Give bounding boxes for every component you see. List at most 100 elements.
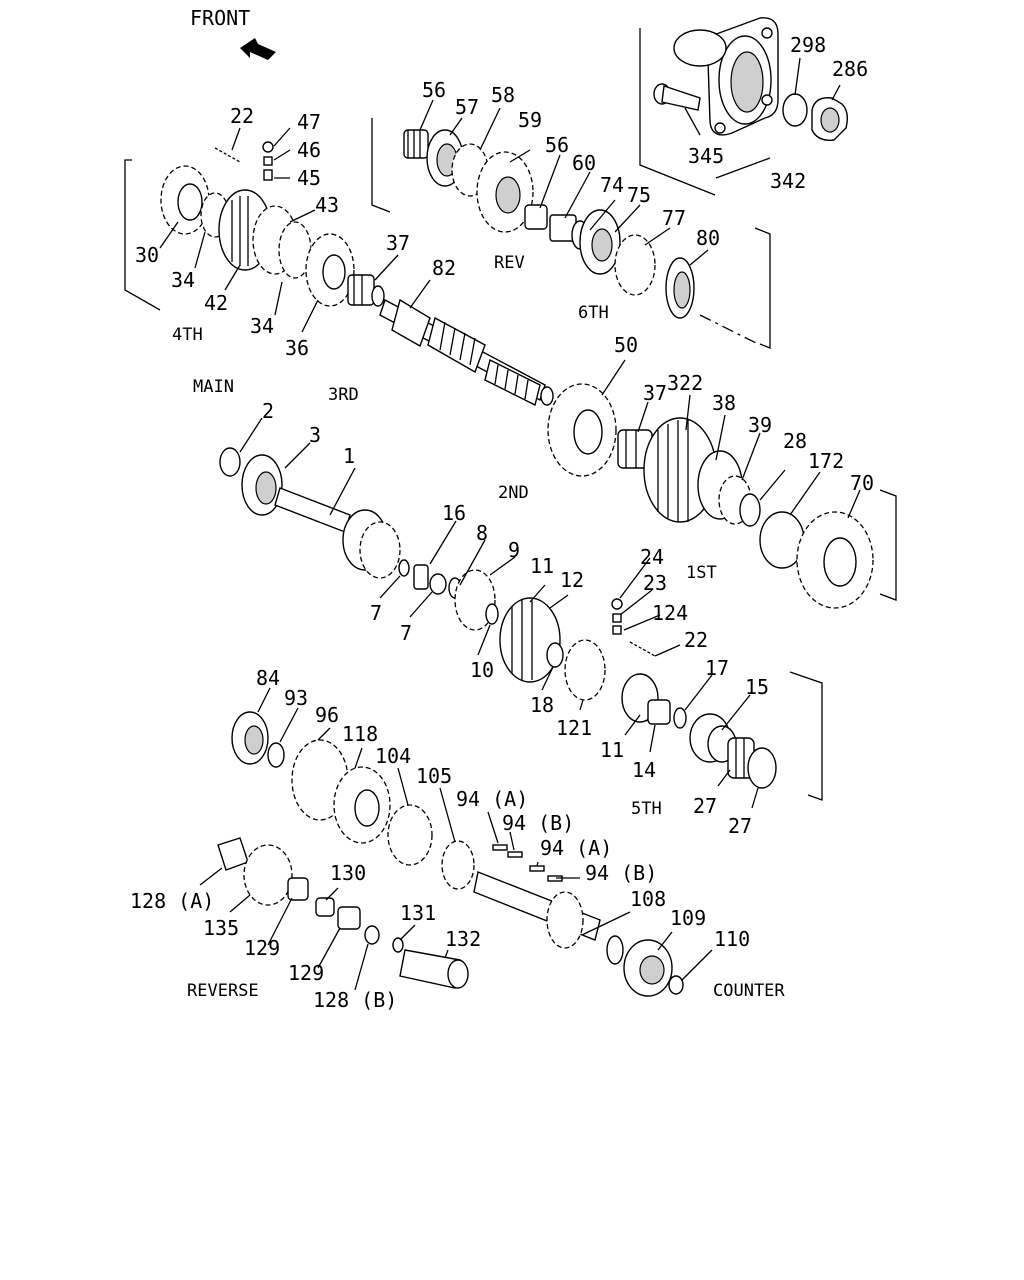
- callout: 8: [476, 521, 488, 545]
- callout: 43: [315, 193, 339, 217]
- gear-9: [454, 569, 496, 631]
- ring-17: [673, 707, 687, 729]
- section-6th: 6TH: [578, 303, 609, 323]
- ring-93: [267, 742, 285, 768]
- snapring-2: [219, 447, 241, 477]
- spacer-128a: [217, 837, 249, 871]
- callout: 128 (B): [313, 988, 397, 1012]
- ring-131: [392, 937, 404, 953]
- callout: 118: [342, 722, 378, 746]
- callout: 38: [712, 391, 736, 415]
- bearing-109: [623, 939, 673, 997]
- detent-47-46-45: [262, 141, 274, 181]
- callout: 93: [284, 686, 308, 710]
- bearing-129-a: [287, 877, 309, 901]
- gear-105: [441, 840, 475, 890]
- callout: 47: [297, 110, 321, 134]
- callout: 42: [204, 291, 228, 315]
- callout: 129: [288, 961, 324, 985]
- spring-22-top: [214, 147, 241, 163]
- keys-94: [492, 844, 563, 882]
- callout: 57: [455, 95, 479, 119]
- callout: 28: [783, 429, 807, 453]
- gear-77-6th: [614, 234, 656, 296]
- front-label: FRONT: [190, 6, 250, 30]
- callout: 37: [386, 231, 410, 255]
- collar-130: [315, 897, 335, 917]
- callout: 56: [422, 78, 446, 102]
- bearing-56-top: [403, 129, 429, 159]
- callout: 105: [416, 764, 452, 788]
- callout: 286: [832, 57, 868, 81]
- callout: 96: [315, 703, 339, 727]
- callout: 27: [693, 794, 717, 818]
- section-reverse: REVERSE: [187, 981, 259, 1001]
- bearing-56-lower: [524, 204, 548, 230]
- detent-24-23-124: [611, 598, 623, 635]
- bearing-14: [647, 699, 671, 725]
- callout: 45: [297, 166, 321, 190]
- sleeve-11-12: [499, 597, 561, 683]
- callout: 128 (A): [130, 889, 214, 913]
- callout: 298: [790, 33, 826, 57]
- callout: 3: [309, 423, 321, 447]
- front-arrow-icon: [240, 38, 276, 60]
- callout: 7: [370, 601, 382, 625]
- hub-121: [564, 639, 606, 701]
- bearing-27-b: [747, 747, 777, 789]
- callout: 60: [572, 151, 596, 175]
- callout: 23: [643, 571, 667, 595]
- bracket-4th: [124, 159, 161, 311]
- ring-7-b: [429, 573, 447, 595]
- callout: 131: [400, 901, 436, 925]
- bracket-70: [879, 489, 897, 601]
- callout: 124: [652, 601, 688, 625]
- callout: 22: [684, 628, 708, 652]
- bearing-3: [241, 454, 283, 516]
- ring-7-a: [398, 559, 410, 577]
- callout-labels: 1 2 3 7 7 8 9 10 11 11 12 14 15 16 17 18…: [130, 33, 874, 1012]
- callout: 94 (A): [540, 836, 612, 860]
- callout: 110: [714, 927, 750, 951]
- callout: 18: [530, 693, 554, 717]
- callout: 322: [667, 371, 703, 395]
- callout: 9: [508, 538, 520, 562]
- input-shaft-1: [274, 487, 401, 579]
- callout: 342: [770, 169, 806, 193]
- callout: 94 (B): [585, 861, 657, 885]
- callout: 34: [171, 268, 195, 292]
- leader-lines: [159, 57, 861, 991]
- callout: 22: [230, 104, 254, 128]
- callout: 74: [600, 173, 624, 197]
- callout: 14: [632, 758, 656, 782]
- callout: 75: [627, 183, 651, 207]
- callout: 2: [262, 399, 274, 423]
- washer-128b: [364, 925, 380, 945]
- bracket-342: [639, 28, 771, 196]
- callout: 56: [545, 133, 569, 157]
- bearing-16: [413, 564, 429, 590]
- callout: 1: [343, 444, 355, 468]
- callout: 27: [728, 814, 752, 838]
- idler-shaft-132: [399, 949, 469, 989]
- ring-10: [485, 603, 499, 625]
- callout: 70: [850, 471, 874, 495]
- bracket-rev-left: [371, 118, 391, 213]
- ring-298: [782, 93, 808, 127]
- callout: 94 (B): [502, 811, 574, 835]
- callout: 24: [640, 545, 664, 569]
- section-3rd: 3RD: [328, 385, 359, 405]
- callout: 10: [470, 658, 494, 682]
- callout: 82: [432, 256, 456, 280]
- callout: 80: [696, 226, 720, 250]
- callout: 345: [688, 144, 724, 168]
- callout: 121: [556, 716, 592, 740]
- callout: 15: [745, 675, 769, 699]
- callout: 132: [445, 927, 481, 951]
- nut-286: [811, 97, 849, 141]
- callout: 36: [285, 336, 309, 360]
- synchro-322: [643, 417, 717, 523]
- callout: 16: [442, 501, 466, 525]
- section-5th: 5TH: [631, 799, 662, 819]
